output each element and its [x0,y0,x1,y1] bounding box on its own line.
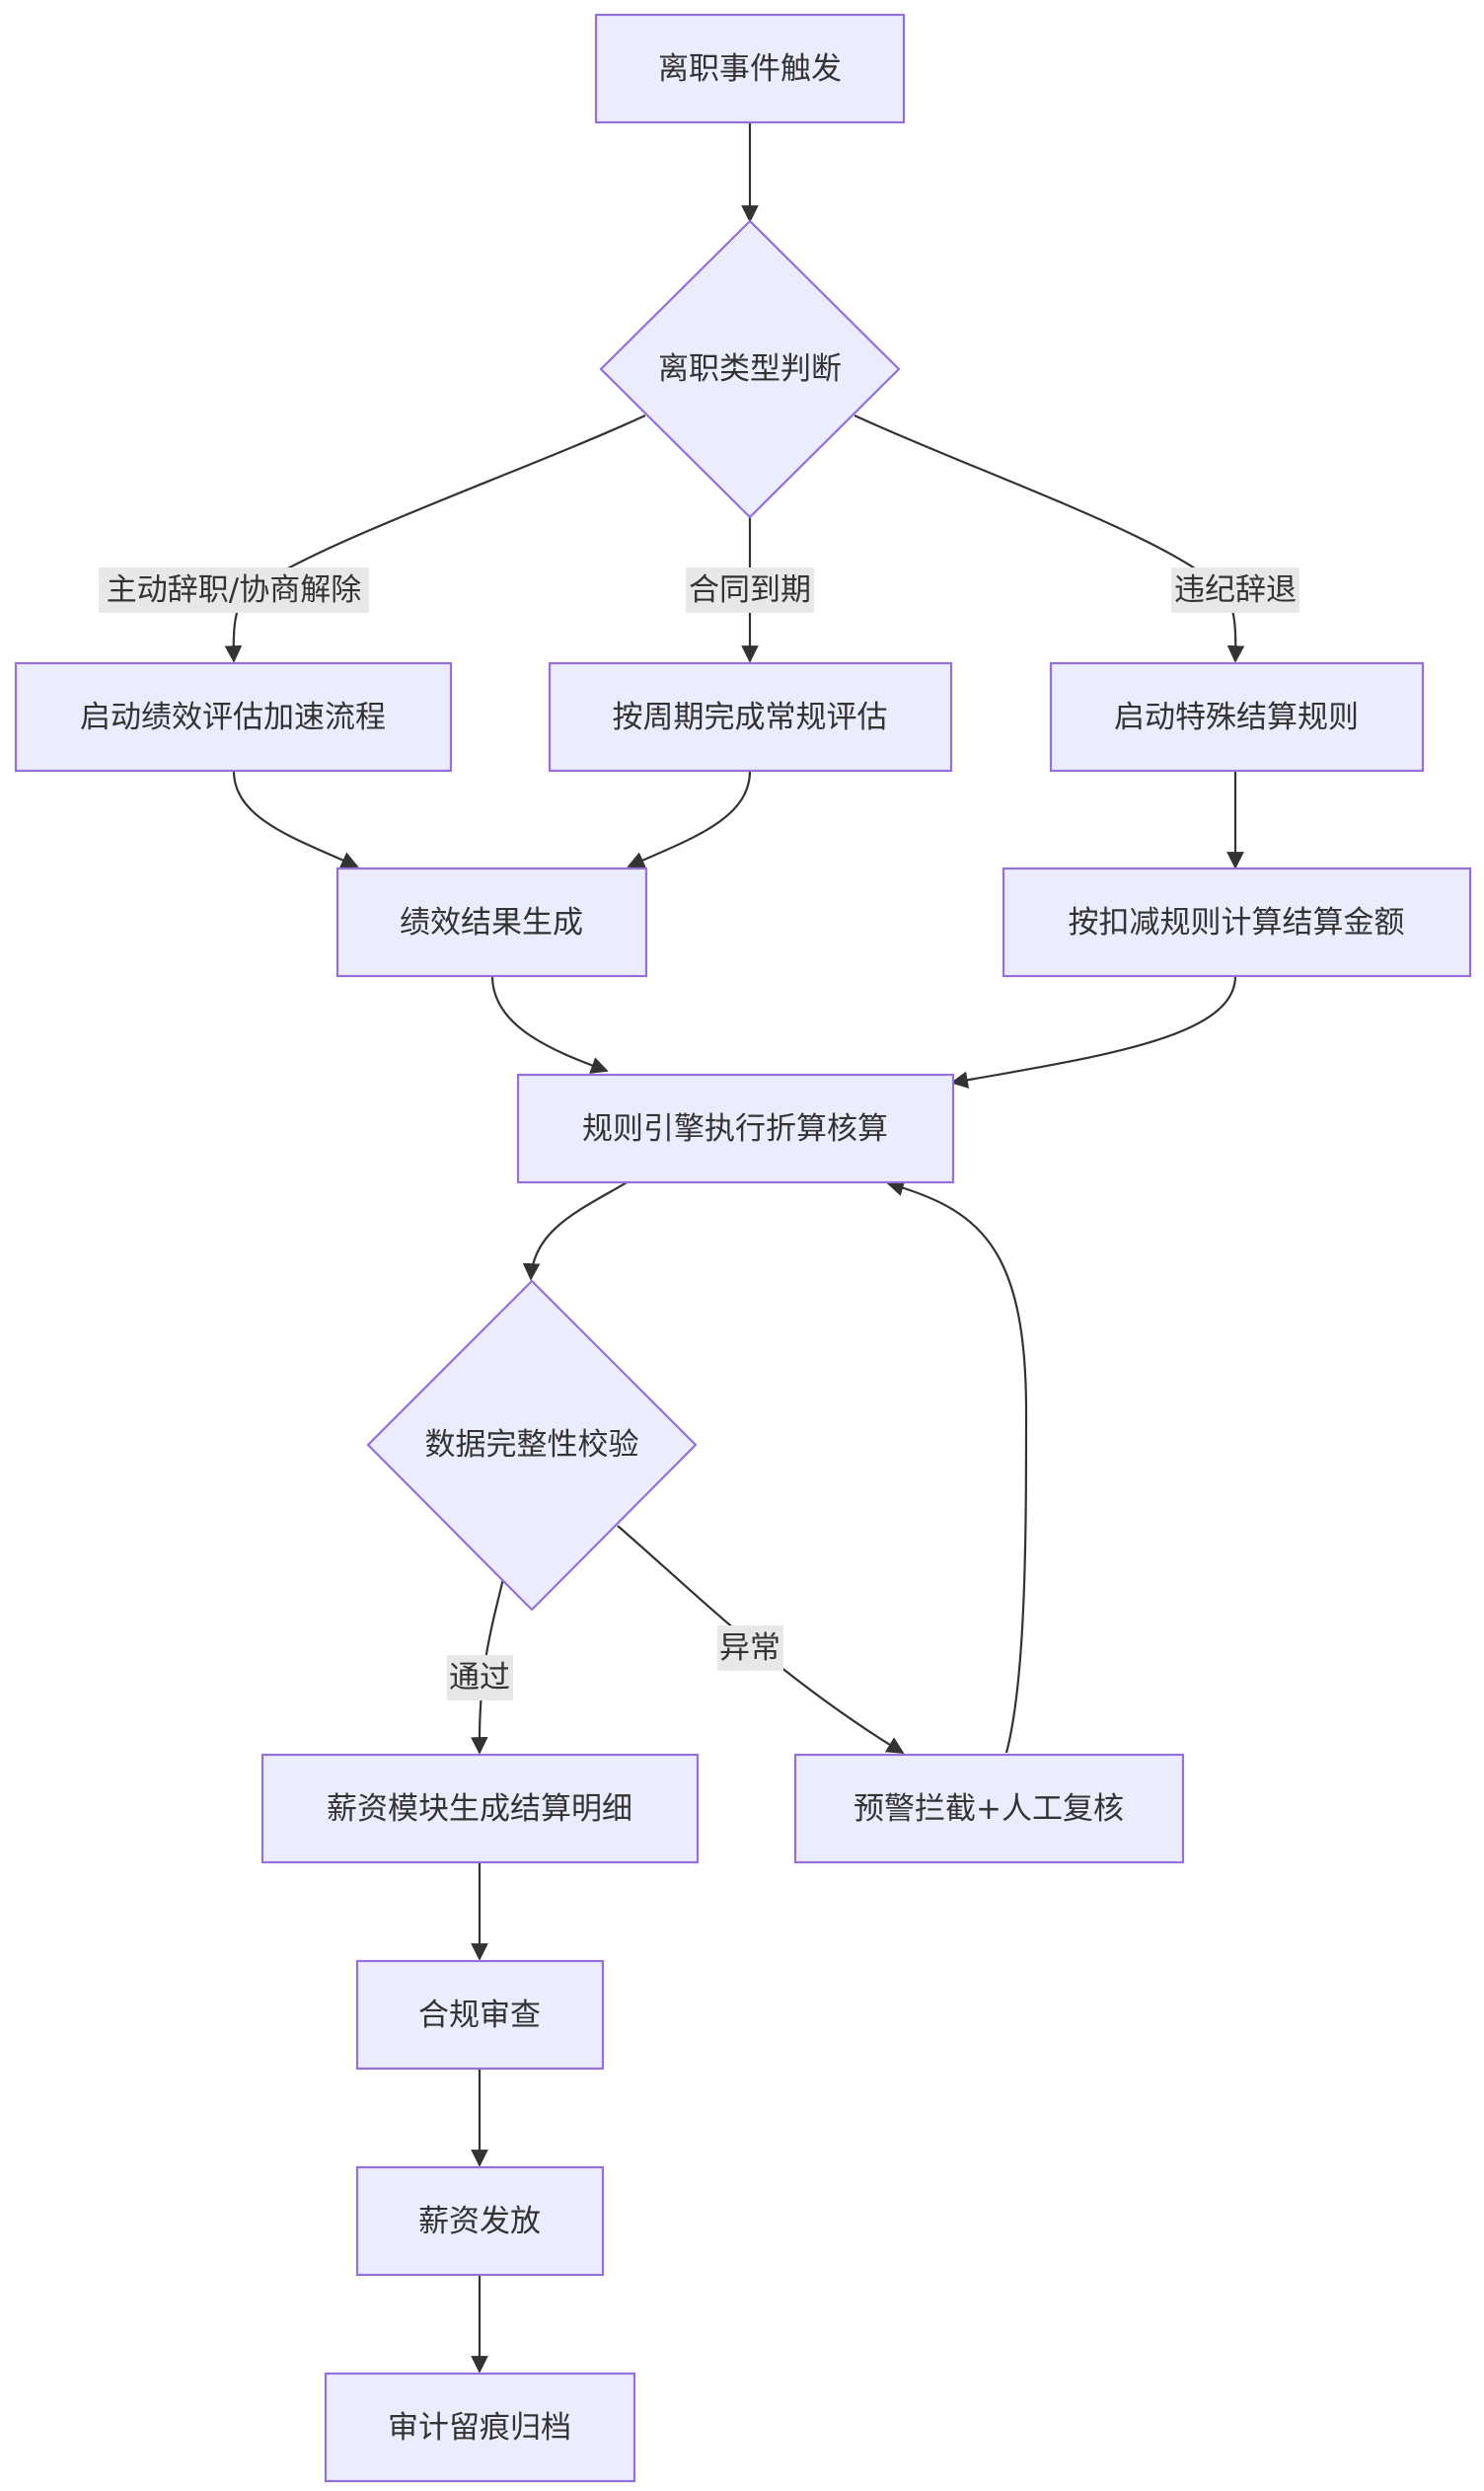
node-rule-engine: 规则引擎执行折算核算 [516,1073,955,1184]
edge-rule-engine-to-integrity-check [522,1180,630,1281]
node-audit-archive: 审计留痕归档 [324,2372,636,2483]
edge-label-dismissal: 违纪辞退 [1171,567,1299,613]
node-payroll-detail: 薪资模块生成结算明细 [260,1753,700,1864]
node-salary-pay: 薪资发放 [355,2165,605,2277]
node-type-check-label: 离职类型判断 [658,351,842,387]
nodes: 离职事件触发 离职类型判断 启动绩效评估加速流程 按周期完成常规评估 启动特殊结… [14,13,1472,2483]
edge-perf-result-to-rule-engine [490,975,609,1074]
edge-perf-accel-to-perf-result [232,770,359,868]
node-perf-result: 绩效结果生成 [335,867,648,978]
edge-label-abnormal-text: 异常 [719,1630,780,1666]
node-salary-pay-label: 薪资发放 [418,2204,541,2239]
edges [224,122,1245,2374]
node-perf-result-label: 绩效结果生成 [400,905,583,941]
node-deduct-calc: 按扣减规则计算结算金额 [1002,867,1472,978]
edge-label-abnormal: 异常 [717,1625,783,1671]
node-start: 离职事件触发 [594,13,906,124]
node-perf-regular: 按周期完成常规评估 [548,661,953,773]
edge-label-contract-end: 合同到期 [686,567,814,613]
edge-label-contract-end-text: 合同到期 [689,572,811,608]
node-type-check: 离职类型判断 [599,219,901,519]
node-integrity-check: 数据完整性校验 [366,1279,698,1612]
edge-label-pass-text: 通过 [449,1660,510,1696]
edge-type-check-to-perf-accel [224,415,646,663]
edge-alert-review-to-rule-engine [886,1178,1028,1754]
node-start-label: 离职事件触发 [658,51,842,87]
node-alert-review-label: 预警拦截+人工复核 [853,1791,1124,1827]
node-special-rule: 启动特殊结算规则 [1049,661,1425,773]
node-special-rule-label: 启动特殊结算规则 [1114,700,1359,735]
edge-label-pass: 通过 [447,1655,513,1700]
node-rule-engine-label: 规则引擎执行折算核算 [582,1111,888,1147]
edge-label-voluntary-text: 主动辞职/协商解除 [107,572,361,608]
node-perf-accel: 启动绩效评估加速流程 [14,661,453,773]
edge-label-dismissal-text: 违纪辞退 [1174,572,1297,608]
edge-labels: 主动辞职/协商解除 合同到期 违纪辞退 通过 异常 [99,567,1299,1700]
node-payroll-detail-label: 薪资模块生成结算明细 [327,1791,632,1827]
edge-type-check-to-special-rule [853,415,1245,663]
edge-label-voluntary: 主动辞职/协商解除 [99,567,369,613]
edge-deduct-calc-to-rule-engine [950,975,1237,1089]
node-compliance: 合规审查 [355,1959,605,2071]
node-integrity-check-label: 数据完整性校验 [425,1427,639,1463]
node-deduct-calc-label: 按扣减规则计算结算金额 [1069,905,1405,941]
node-alert-review: 预警拦截+人工复核 [793,1753,1185,1864]
node-compliance-label: 合规审查 [418,1998,541,2033]
node-perf-accel-label: 启动绩效评估加速流程 [80,700,386,735]
edge-perf-regular-to-perf-result [627,770,752,868]
node-perf-regular-label: 按周期完成常规评估 [613,700,888,735]
node-audit-archive-label: 审计留痕归档 [388,2410,571,2446]
